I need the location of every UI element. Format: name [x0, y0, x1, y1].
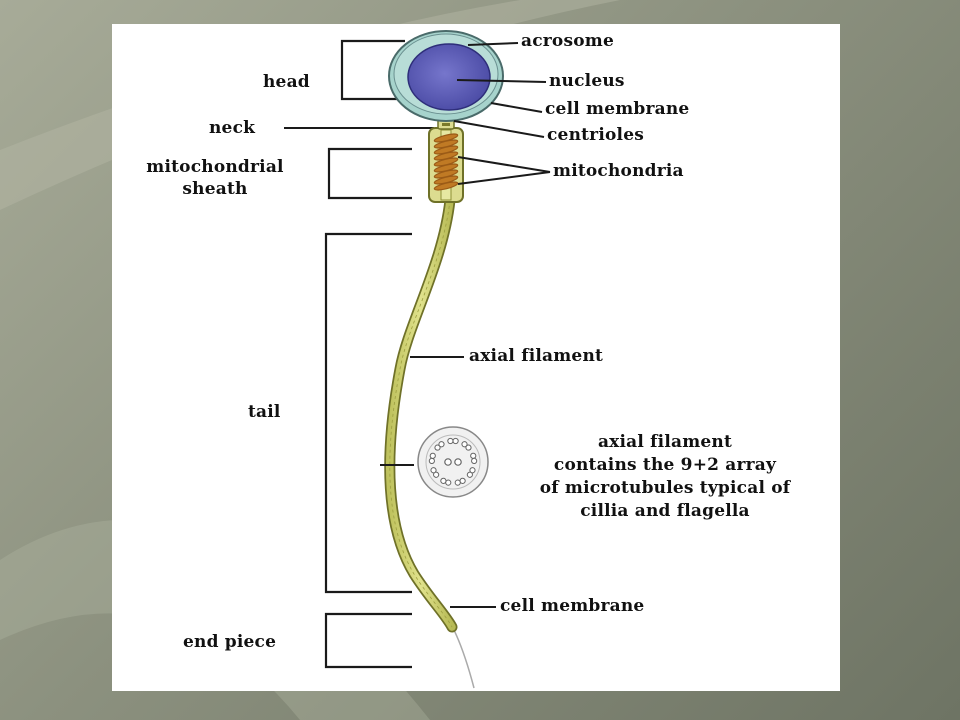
tail-label: tail [248, 402, 281, 422]
cross-section-label-line4: cillia and flagella [580, 501, 750, 521]
diagram-panel: head neck mitochondrial sheath tail end … [112, 24, 840, 691]
microtubule [438, 441, 445, 448]
mitochondrial-sheath-label-line2: sheath [182, 179, 248, 199]
nucleus [407, 43, 491, 111]
acrosome-label: acrosome [521, 31, 614, 51]
end-piece-bracket [324, 612, 412, 669]
centrioles-label: centrioles [547, 125, 644, 145]
axoneme-outer-ring [417, 426, 489, 498]
microtubule [429, 452, 436, 459]
acrosome-leader-line [467, 42, 519, 46]
head-bracket [340, 39, 405, 101]
microtubule [466, 471, 473, 478]
mitochondrial-sheath-label-line1: mitochondrial [146, 157, 284, 177]
microtubule [452, 437, 459, 445]
axoneme-inner-ring [425, 434, 481, 490]
microtubule [470, 452, 477, 459]
outer-doublet [440, 477, 452, 486]
microtubule [440, 477, 447, 484]
tail-outline [384, 194, 458, 633]
neck-label: neck [209, 118, 256, 138]
cross-section-label-line1: axial filament [597, 432, 733, 452]
tail-highlight [389, 199, 453, 628]
microtubule [471, 457, 478, 465]
cell-membrane-head-label: cell membrane [545, 99, 690, 119]
outer-doublets [428, 437, 478, 486]
microtubule [428, 457, 435, 465]
axial-filament-label: axial filament [469, 346, 604, 366]
nucleus-label: nucleus [549, 71, 625, 91]
mitochondria-leader-line [457, 171, 551, 185]
end-filament [452, 627, 475, 689]
head-label: head [263, 72, 310, 92]
microtubule [430, 467, 437, 474]
axoneme-cross-section [417, 426, 489, 498]
central-singlet [444, 458, 452, 466]
mitochondria-label: mitochondria [553, 161, 684, 181]
mitochondrion-coil [433, 181, 459, 191]
outer-doublet [428, 452, 436, 465]
outer-doublet [466, 467, 476, 478]
microtubule [454, 479, 461, 486]
microtubule [447, 437, 454, 445]
cell-membrane-tail-label: cell membrane [500, 596, 645, 616]
outer-doublet [470, 452, 478, 465]
tail-bracket [324, 232, 412, 594]
cross-section-label-line3: of microtubules typical of [539, 478, 791, 498]
outer-doublet [430, 467, 440, 478]
mitochondria-coils [433, 133, 459, 191]
centriole [442, 123, 450, 126]
outer-doublet [461, 441, 472, 451]
end-piece-label: end piece [183, 632, 277, 652]
nucleus-leader-line [456, 79, 547, 83]
microtubule [465, 444, 472, 451]
central-singlet [454, 458, 462, 466]
centrioles-leader-line [453, 120, 545, 138]
outer-doublet [434, 441, 445, 451]
tail [386, 196, 456, 631]
outer-doublet [454, 477, 466, 486]
outer-doublet [447, 437, 459, 445]
mitochondria-leader-line [457, 156, 551, 173]
sperm-cell-diagram [284, 30, 551, 689]
cell-membrane-head-leader-line [490, 102, 543, 113]
cross-section-label-line2: contains the 9+2 array [553, 455, 777, 475]
mitochondrial-sheath-bracket [327, 147, 412, 200]
